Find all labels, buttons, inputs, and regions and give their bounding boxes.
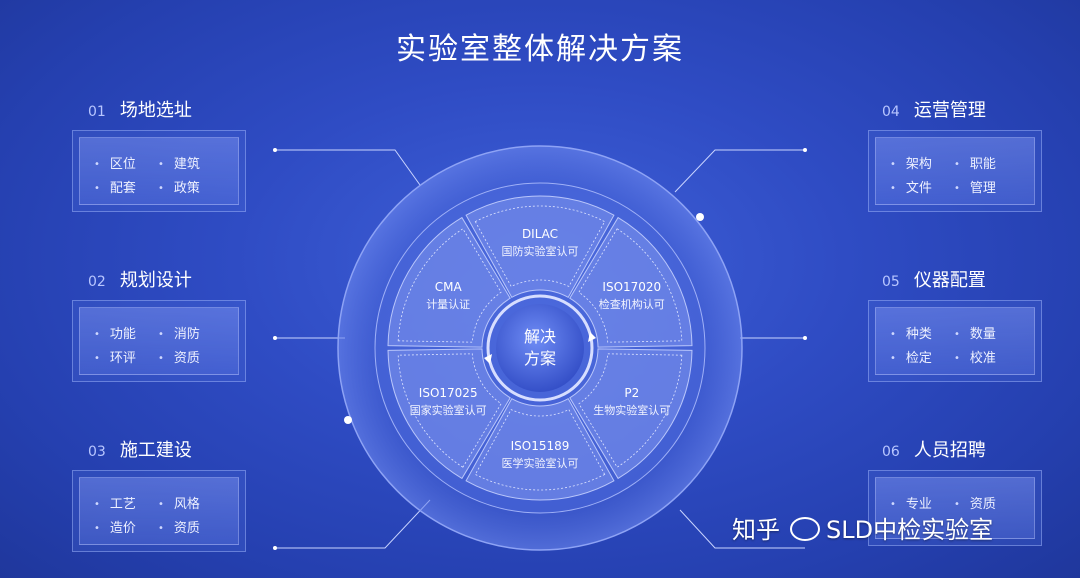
section-01-heading: 01 场地选址 (88, 96, 192, 122)
center-line-1: 解决 (524, 327, 556, 346)
section-title: 运营管理 (913, 100, 986, 121)
connector-dot (273, 336, 277, 340)
section-number: 06 (882, 444, 900, 460)
wheel-segment (569, 348, 693, 480)
section-number: 02 (88, 274, 106, 290)
connector-03 (275, 499, 431, 549)
list-item: 政策 (158, 177, 200, 196)
outer-ring-highlight (696, 213, 704, 221)
section-04-card: 架构 职能 文件 管理 (868, 130, 1042, 212)
list-item: 建筑 (158, 153, 200, 172)
wheel-segments (387, 195, 693, 501)
section-02-heading: 02 规划设计 (88, 266, 192, 292)
list-item: 数量 (954, 323, 996, 342)
section-number: 03 (88, 444, 106, 460)
list-item: 校准 (954, 347, 996, 366)
wheel-segment-outline (397, 353, 502, 468)
wheel-segment-title: ISO15189 (511, 439, 570, 453)
wheel-segment (387, 216, 511, 348)
list-item: 职能 (954, 153, 996, 172)
section-05-heading: 05 仪器配置 (882, 266, 986, 292)
section-number: 01 (88, 104, 106, 120)
watermark-prefix: 知乎 (732, 516, 780, 544)
wheel-segment-label: 计量认证 (426, 298, 470, 311)
section-title: 施工建设 (119, 440, 192, 461)
connector-06 (679, 509, 805, 549)
rotate-arrow-icon (484, 354, 492, 364)
wheel-segment-outline (397, 228, 502, 343)
wheel-segment-label: 检查机构认可 (599, 297, 665, 311)
list-item: 环评 (94, 347, 136, 366)
list-item: 检定 (890, 347, 932, 366)
section-title: 场地选址 (119, 100, 192, 121)
section-02-card: 功能 消防 环评 资质 (72, 300, 246, 382)
watermark-text: SLD中检实验室 (826, 516, 994, 544)
wheel-labels: CMA 计量认证 DILAC 国防实验室认可 ISO17020 检查机构认可 P2 生物实验室… (410, 227, 671, 470)
section-title: 仪器配置 (913, 270, 986, 291)
wheel-segment-outline (578, 353, 683, 468)
center-line-2: 方案 (524, 349, 556, 368)
wheel-segment-title: P2 (624, 386, 639, 400)
list-item: 风格 (158, 493, 200, 512)
wheel-segment-title: CMA (435, 280, 463, 294)
connector-04 (674, 149, 805, 193)
wheel-segment-title: ISO17020 (602, 280, 661, 294)
section-03-card: 工艺 风格 造价 资质 (72, 470, 246, 552)
wheel-segment-title: DILAC (522, 227, 558, 241)
list-item: 资质 (954, 493, 996, 512)
list-item: 资质 (158, 347, 200, 366)
wechat-icon (790, 517, 820, 541)
list-item: 专业 (890, 493, 932, 512)
connector-dot (803, 336, 807, 340)
wheel-segment-label: 生物实验室认可 (593, 403, 670, 417)
list-item: 造价 (94, 517, 136, 536)
connector-dot (803, 148, 807, 152)
connector-dot (273, 148, 277, 152)
rotate-arrow-icon (588, 332, 596, 342)
wheel-segment-label: 国家实验室认可 (410, 403, 487, 417)
page-title: 实验室整体解决方案 (396, 32, 684, 67)
wheel-segment-outline (578, 228, 683, 343)
outer-ring-highlight (344, 416, 352, 424)
wheel-segment-outline (474, 409, 606, 491)
connector-lines (275, 149, 805, 549)
section-number: 05 (882, 274, 900, 290)
list-item: 工艺 (94, 493, 136, 512)
wheel-segment-label: 国防实验室认可 (502, 244, 579, 258)
list-item: 管理 (954, 177, 996, 196)
connector-dot (273, 546, 277, 550)
list-item: 种类 (890, 323, 932, 342)
section-06-heading: 06 人员招聘 (882, 436, 986, 462)
connector-01 (275, 149, 421, 186)
section-05-card: 种类 数量 检定 校准 (868, 300, 1042, 382)
section-01-card: 区位 建筑 配套 政策 (72, 130, 246, 212)
list-item: 配套 (94, 177, 136, 196)
list-item: 架构 (890, 153, 932, 172)
list-item: 区位 (94, 153, 136, 172)
wheel-segment (569, 216, 693, 348)
watermark: 知乎 SLD中检实验室 (732, 510, 993, 545)
list-item: 资质 (158, 517, 200, 536)
wheel-segment-label: 医学实验室认可 (502, 456, 579, 470)
section-03-heading: 03 施工建设 (88, 436, 192, 462)
section-number: 04 (882, 104, 900, 120)
wheel-segment (387, 348, 511, 480)
center-disc (496, 304, 584, 392)
wheel-segment-outline (474, 205, 606, 287)
list-item: 消防 (158, 323, 200, 342)
center-ring (486, 294, 594, 402)
section-title: 人员招聘 (913, 440, 986, 461)
section-title: 规划设计 (119, 270, 192, 291)
list-item: 功能 (94, 323, 136, 342)
section-06-card: 专业 资质 (868, 470, 1042, 546)
wheel-segment-title: ISO17025 (419, 386, 478, 400)
list-item: 文件 (890, 177, 932, 196)
section-04-heading: 04 运营管理 (882, 96, 986, 122)
